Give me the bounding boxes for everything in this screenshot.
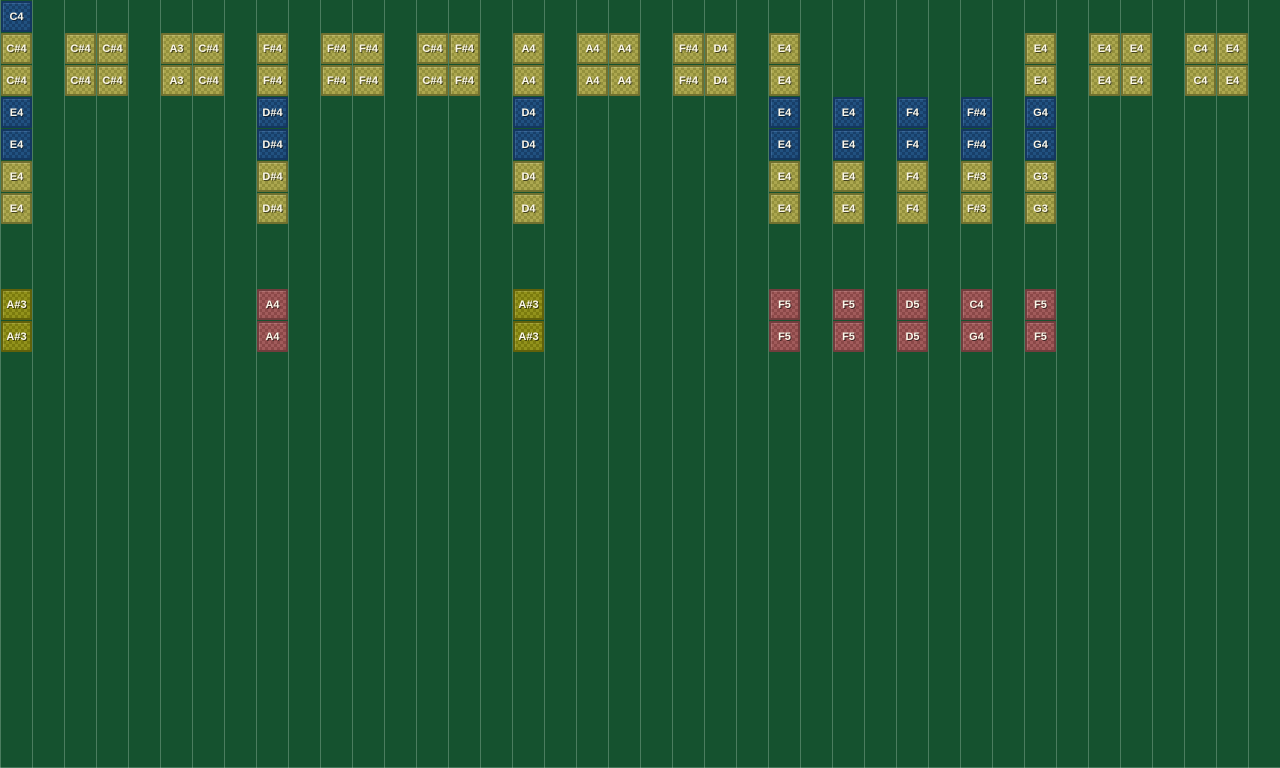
note-tile[interactable]: F4 [897, 193, 928, 224]
note-tile[interactable]: C#4 [193, 65, 224, 96]
note-tile[interactable]: G3 [1025, 161, 1056, 192]
note-tile[interactable]: D5 [897, 289, 928, 320]
note-tile[interactable]: F5 [833, 321, 864, 352]
note-tile[interactable]: F#4 [257, 65, 288, 96]
note-tile[interactable]: F4 [897, 129, 928, 160]
note-tile[interactable]: F#4 [257, 33, 288, 64]
note-tile[interactable]: G4 [961, 321, 992, 352]
note-tile[interactable]: E4 [1, 97, 32, 128]
note-tile[interactable]: F#4 [673, 33, 704, 64]
note-tile[interactable]: F#3 [961, 193, 992, 224]
note-tile[interactable]: D#4 [257, 97, 288, 128]
note-tile[interactable]: F#4 [449, 65, 480, 96]
note-tile[interactable]: F5 [769, 289, 800, 320]
note-tile[interactable]: D4 [513, 193, 544, 224]
note-tile[interactable]: D4 [513, 129, 544, 160]
note-tile[interactable]: D4 [705, 33, 736, 64]
note-tile[interactable]: A#3 [513, 321, 544, 352]
note-tile[interactable]: D#4 [257, 129, 288, 160]
note-tile[interactable]: E4 [769, 193, 800, 224]
note-tile[interactable]: F#4 [673, 65, 704, 96]
note-tile[interactable]: E4 [833, 129, 864, 160]
note-tile[interactable]: D5 [897, 321, 928, 352]
note-tile[interactable]: E4 [1, 129, 32, 160]
note-tile[interactable]: C#4 [193, 33, 224, 64]
note-tile[interactable]: E4 [769, 129, 800, 160]
note-tile[interactable]: E4 [1121, 65, 1152, 96]
note-tile[interactable]: E4 [833, 161, 864, 192]
note-tile[interactable]: C#4 [1, 33, 32, 64]
note-tile[interactable]: E4 [1121, 33, 1152, 64]
note-tile[interactable]: C4 [1185, 33, 1216, 64]
note-tile[interactable]: E4 [1025, 33, 1056, 64]
note-tile[interactable]: D4 [705, 65, 736, 96]
note-tile[interactable]: E4 [833, 97, 864, 128]
note-tile[interactable]: F5 [769, 321, 800, 352]
note-tile[interactable]: D#4 [257, 193, 288, 224]
note-tile[interactable]: E4 [769, 97, 800, 128]
note-tile[interactable]: E4 [769, 65, 800, 96]
note-tile[interactable]: A#3 [1, 321, 32, 352]
note-tile[interactable]: C#4 [1, 65, 32, 96]
note-tile[interactable]: D4 [513, 97, 544, 128]
note-tile[interactable]: A#3 [513, 289, 544, 320]
note-tile[interactable]: E4 [1025, 65, 1056, 96]
note-tile[interactable]: D4 [513, 161, 544, 192]
note-tile[interactable]: F#4 [961, 97, 992, 128]
note-tile[interactable]: A4 [513, 65, 544, 96]
note-tile[interactable]: A4 [257, 289, 288, 320]
note-tile[interactable]: F#4 [321, 65, 352, 96]
note-tile[interactable]: F#4 [353, 33, 384, 64]
note-tile[interactable]: G4 [1025, 97, 1056, 128]
note-tile[interactable]: F5 [833, 289, 864, 320]
note-tile[interactable]: E4 [1089, 65, 1120, 96]
note-tile[interactable]: C#4 [65, 65, 96, 96]
note-tile[interactable]: C#4 [97, 33, 128, 64]
note-tile[interactable]: A4 [577, 65, 608, 96]
note-tile[interactable]: A3 [161, 33, 192, 64]
note-tile[interactable]: F4 [897, 161, 928, 192]
note-tile[interactable]: A3 [161, 65, 192, 96]
note-tile[interactable]: E4 [1, 161, 32, 192]
note-tile[interactable]: F#4 [449, 33, 480, 64]
note-tile[interactable]: F5 [1025, 289, 1056, 320]
note-tile[interactable]: C#4 [417, 65, 448, 96]
note-tile[interactable]: F5 [1025, 321, 1056, 352]
note-tile[interactable]: A4 [513, 33, 544, 64]
note-tile[interactable]: E4 [769, 33, 800, 64]
note-tile[interactable]: F#4 [321, 33, 352, 64]
note-tile[interactable]: C#4 [417, 33, 448, 64]
note-tile[interactable]: F4 [897, 97, 928, 128]
note-tile[interactable]: E4 [1, 193, 32, 224]
note-tile[interactable]: A4 [577, 33, 608, 64]
note-tile[interactable]: C#4 [65, 33, 96, 64]
note-tile[interactable]: C4 [1, 1, 32, 32]
note-tile[interactable]: E4 [1217, 65, 1248, 96]
note-tile[interactable]: G3 [1025, 193, 1056, 224]
note-tile[interactable]: D#4 [257, 161, 288, 192]
note-tile[interactable]: A4 [609, 33, 640, 64]
note-tile[interactable]: C#4 [97, 65, 128, 96]
note-tile[interactable]: C4 [1185, 65, 1216, 96]
note-tile[interactable]: F#3 [961, 161, 992, 192]
note-tile[interactable]: C4 [961, 289, 992, 320]
note-tile[interactable]: A#3 [1, 289, 32, 320]
note-tile[interactable]: E4 [1217, 33, 1248, 64]
note-tile[interactable]: F#4 [961, 129, 992, 160]
note-tile[interactable]: E4 [769, 161, 800, 192]
note-tile[interactable]: E4 [1089, 33, 1120, 64]
note-tile[interactable]: E4 [833, 193, 864, 224]
note-tile[interactable]: F#4 [353, 65, 384, 96]
note-tile[interactable]: A4 [609, 65, 640, 96]
note-tile[interactable]: G4 [1025, 129, 1056, 160]
note-tile[interactable]: A4 [257, 321, 288, 352]
